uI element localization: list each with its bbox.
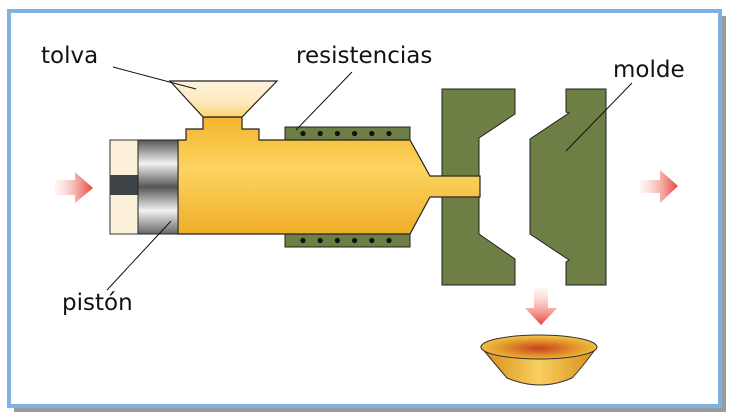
molded-bowl [479, 334, 598, 386]
heater-coil-dot [386, 130, 392, 137]
hopper [168, 80, 279, 118]
heater-coil-dot [317, 130, 323, 137]
piston [137, 139, 179, 235]
heater-coils [300, 130, 392, 244]
mold-right [529, 88, 607, 286]
heater-coil-dot [386, 237, 392, 244]
mold-left-bottom [441, 196, 516, 286]
mold-left-top [441, 88, 516, 177]
eject-arrow-icon [525, 288, 557, 325]
heater-coil-dot [300, 130, 306, 137]
heater-coil-dot [334, 130, 340, 137]
label-hopper: tolva [41, 43, 98, 69]
piston-rod [110, 175, 140, 195]
label-mold: molde [613, 57, 685, 83]
leader-lines [106, 66, 633, 291]
heater-coil-dot [300, 237, 306, 244]
heater-coil-dot [352, 237, 358, 244]
heater-coil-dot [369, 237, 375, 244]
heater-coil-dot [369, 130, 375, 137]
label-heaters: resistencias [296, 43, 432, 69]
label-piston: pistón [62, 290, 133, 316]
push-arrow-icon [55, 172, 93, 203]
mold-open-arrow-icon [640, 170, 678, 203]
heater-coil-dot [352, 130, 358, 137]
heater-coil-dot [317, 237, 323, 244]
barrel [177, 116, 481, 235]
heater-coil-dot [334, 237, 340, 244]
